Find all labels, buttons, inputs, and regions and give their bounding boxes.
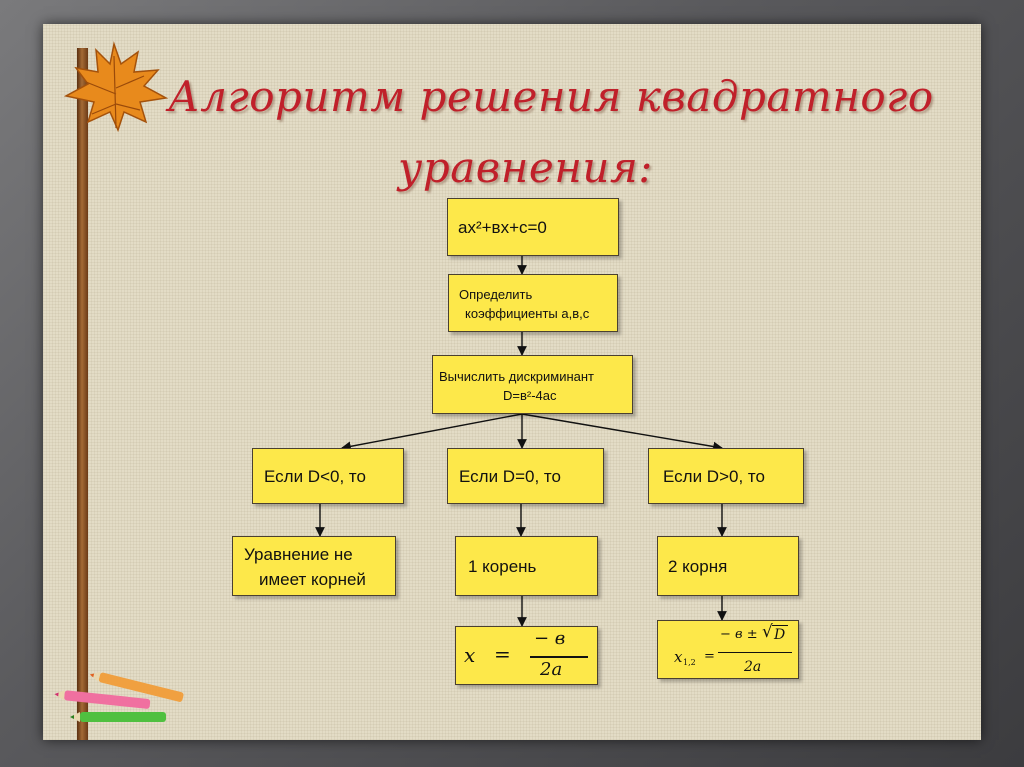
formula-one-root-numerator: − в [534,628,566,649]
formula-two-roots-fraction-bar [718,652,792,653]
discriminant-text-line-2: D=в²-4ac [503,388,557,403]
formula-box-one-root: x = − в 2a [455,626,598,685]
result-text-no-roots-line-2: имеет корней [259,570,366,589]
condition-box-positive: Если D>0, то [648,448,804,504]
formula-one-root-lhs: x [464,643,476,667]
discriminant-box: Вычислить дискриминант D=в²-4ac [432,355,633,414]
arrow-discriminant-to-left-branch [341,413,523,452]
formula-two-roots-lhs: x [674,648,683,666]
formula-one-root-fraction-bar [530,656,588,658]
result-text-no-roots-line-1: Уравнение не [244,545,353,564]
formula-two-roots-radicand: D [774,627,786,643]
condition-text-negative: Если D<0, то [264,467,366,486]
formula-two-roots-sqrt-bar [772,625,788,626]
result-text-two-roots: 2 корня [668,557,728,576]
result-text-one-root: 1 корень [468,557,537,576]
coefficients-text-line-2: коэффициенты а,в,с [465,306,590,321]
condition-text-positive: Если D>0, то [663,467,765,486]
coefficients-text-line-1: Определить [459,287,533,302]
crayons-icon [54,672,184,722]
coefficients-box: Определить коэффициенты а,в,с [448,274,618,332]
result-box-one-root: 1 корень [455,536,598,596]
equation-text: ax²+вx+c=0 [458,218,547,237]
formula-one-root-denominator: 2a [540,659,563,680]
maple-leaf-icon [63,41,169,133]
slide-title-line-2: уравнения: [398,143,653,192]
condition-box-negative: Если D<0, то [252,448,404,504]
condition-box-zero: Если D=0, то [447,448,604,504]
arrow-discriminant-to-right-branch [521,413,723,452]
result-box-two-roots: 2 корня [657,536,799,596]
result-box-no-roots: Уравнение не имеет корней [232,536,396,596]
formula-two-roots-numerator-prefix: − в ± [720,627,758,642]
equation-box: ax²+вx+c=0 [447,198,619,256]
slide-title-line-1: Алгоритм решения квадратного [168,72,934,121]
formula-two-roots-equals: = [704,649,715,664]
formula-box-two-roots: x 1,2 = − в ± √ D 2a [657,620,799,679]
discriminant-text-line-1: Вычислить дискриминант [439,369,595,384]
formula-two-roots-subscript: 1,2 [683,658,696,667]
formula-two-roots-sqrt-icon: √ [762,622,773,642]
condition-text-zero: Если D=0, то [459,467,561,486]
formula-one-root-equals: = [494,642,511,666]
wooden-pole [77,48,88,740]
formula-two-roots-denominator: 2a [744,659,762,675]
